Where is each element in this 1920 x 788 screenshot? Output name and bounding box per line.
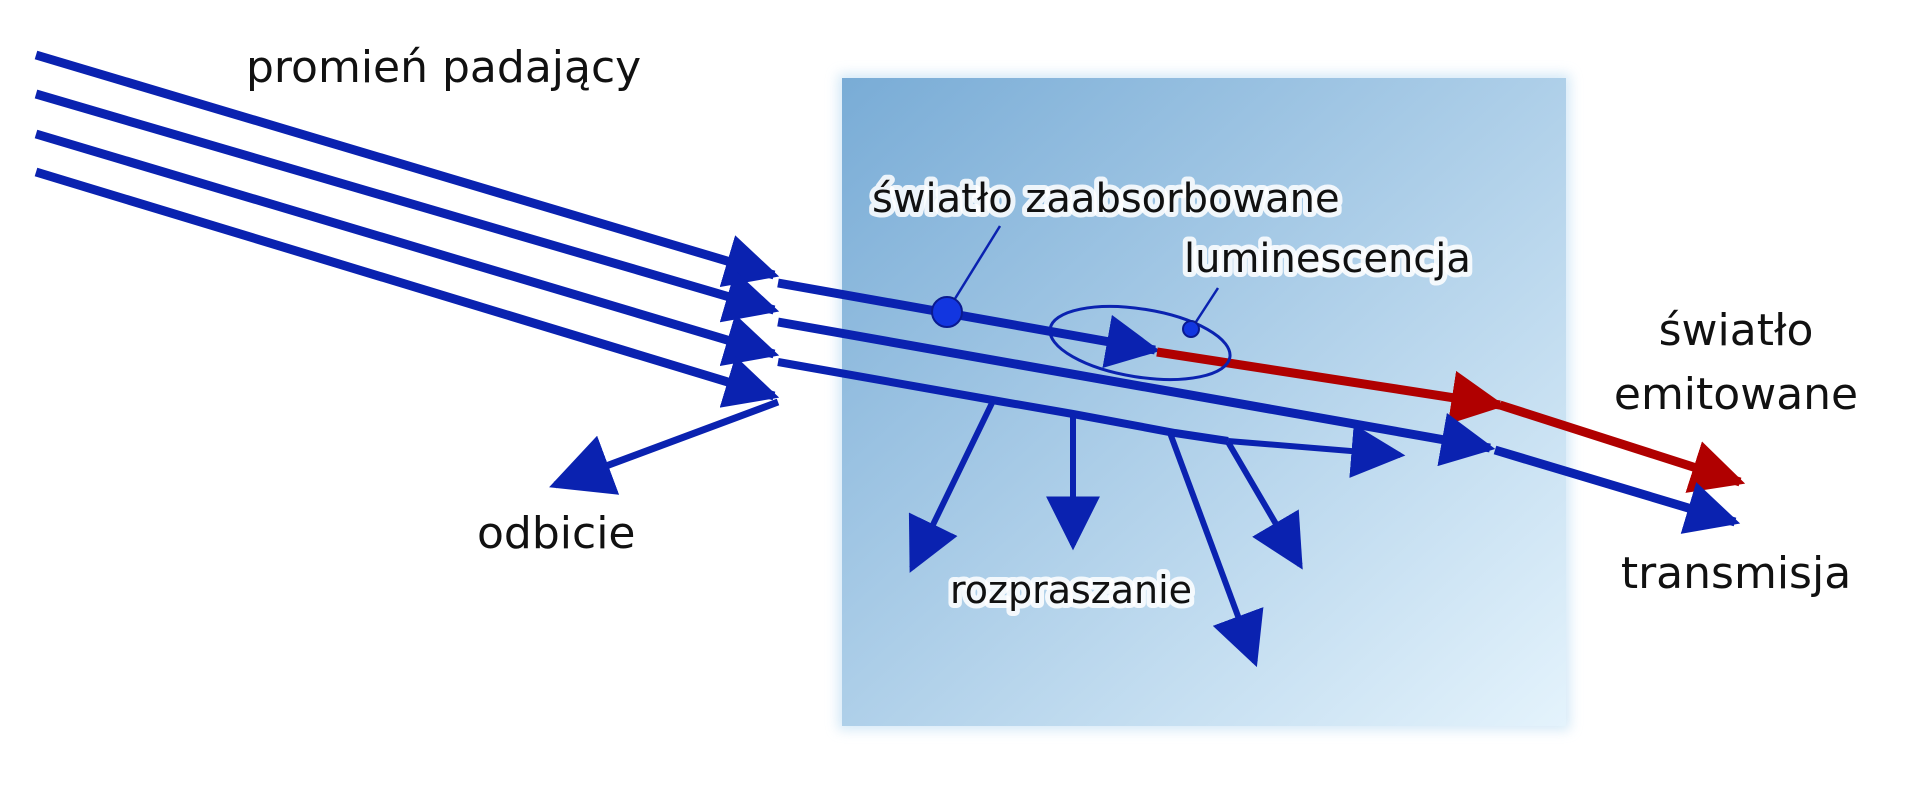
incident-ray-1 — [34, 50, 780, 287]
incident-ray-3 — [34, 129, 780, 366]
luminescence-leader-line — [1190, 287, 1220, 329]
luminescence-dot — [1182, 320, 1200, 338]
incident-ray-4 — [34, 167, 780, 408]
incident-ray-label: promień padający — [246, 42, 641, 93]
emitted-ray — [1156, 347, 1746, 493]
reflection-arrow — [549, 398, 780, 495]
luminescence-ellipse — [1048, 305, 1232, 381]
absorbed-leader-line — [946, 225, 1002, 311]
scatter-arrow-5 — [1227, 424, 1406, 478]
transmission-label: transmisja — [1621, 548, 1851, 599]
absorption-dot — [931, 296, 963, 328]
luminescence-label: luminescencja — [1184, 236, 1471, 282]
leader-lines — [946, 225, 1220, 329]
scattered-ray-trunk — [777, 358, 1229, 445]
reflection-label: odbicie — [477, 508, 636, 559]
incident-rays — [34, 50, 780, 408]
scatter-arrow-1 — [908, 401, 995, 573]
emitted-light-label-line2: emitowane — [1614, 369, 1858, 420]
incident-ray-2 — [34, 89, 780, 323]
scatter-arrow-3 — [1167, 431, 1264, 668]
emitted-light-label-line1: światło — [1659, 305, 1814, 356]
scattering-label: rozpraszanie — [950, 568, 1192, 612]
scattering-arrows — [908, 401, 1406, 668]
scatter-arrow-4 — [1225, 440, 1303, 570]
absorbed-ray — [777, 278, 1161, 369]
absorbed-light-label: światło zaabsorbowane — [872, 176, 1340, 222]
